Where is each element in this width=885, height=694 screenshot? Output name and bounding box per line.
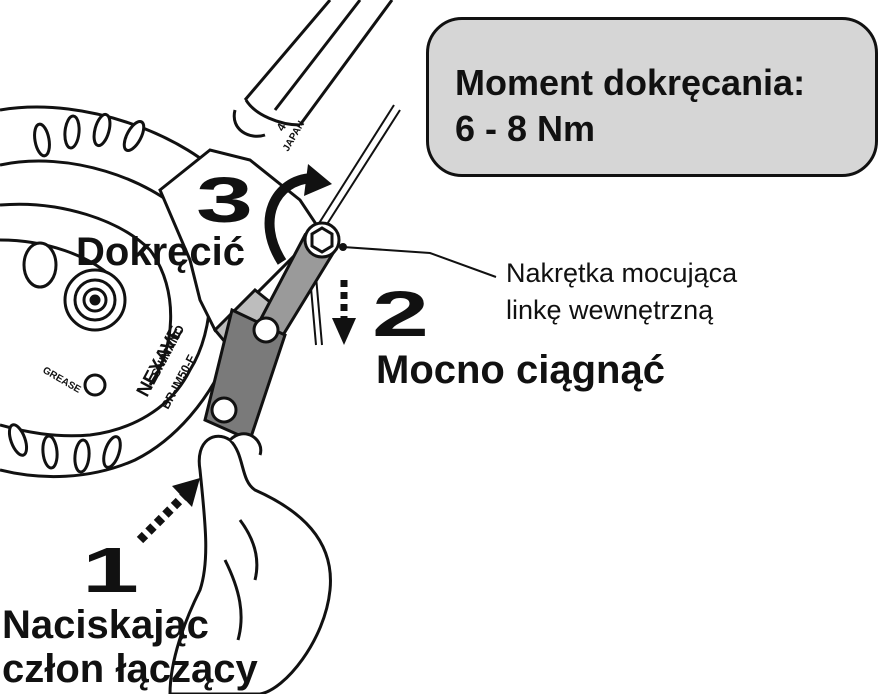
torque-line-2: 6 - 8 Nm xyxy=(455,108,596,149)
torque-text: Moment dokręcania: 6 - 8 Nm xyxy=(455,60,805,152)
step-2-number: 2 xyxy=(372,278,429,350)
callout-leader xyxy=(342,246,497,278)
step-1-label-line-2: człon łączący xyxy=(2,647,258,691)
rotate-arrow-icon xyxy=(264,164,332,265)
push-up-arrow-icon xyxy=(136,478,200,544)
step-1-number: 1 xyxy=(82,534,139,606)
hub-grease-text: GREASE xyxy=(41,365,83,396)
cable-housing xyxy=(232,0,394,138)
step-3-label: Dokręcić xyxy=(76,230,245,274)
hand-illustration xyxy=(168,432,332,694)
callout-line-2: linkę wewnętrzną xyxy=(506,295,714,325)
callout-line-1: Nakrętka mocująca xyxy=(506,258,738,288)
callout-dot xyxy=(339,243,347,251)
step-1-label-line-1: Naciskając xyxy=(2,603,209,647)
step-3-number: 3 xyxy=(196,164,253,236)
step-2-label: Mocno ciągnąć xyxy=(376,348,665,392)
drum-vent-slots xyxy=(7,112,146,474)
torque-line-1: Moment dokręcania: xyxy=(455,62,806,103)
pull-down-arrow-icon xyxy=(332,280,356,345)
torque-box: Moment dokręcania: 6 - 8 Nm xyxy=(426,17,878,177)
axle-center xyxy=(22,241,127,397)
